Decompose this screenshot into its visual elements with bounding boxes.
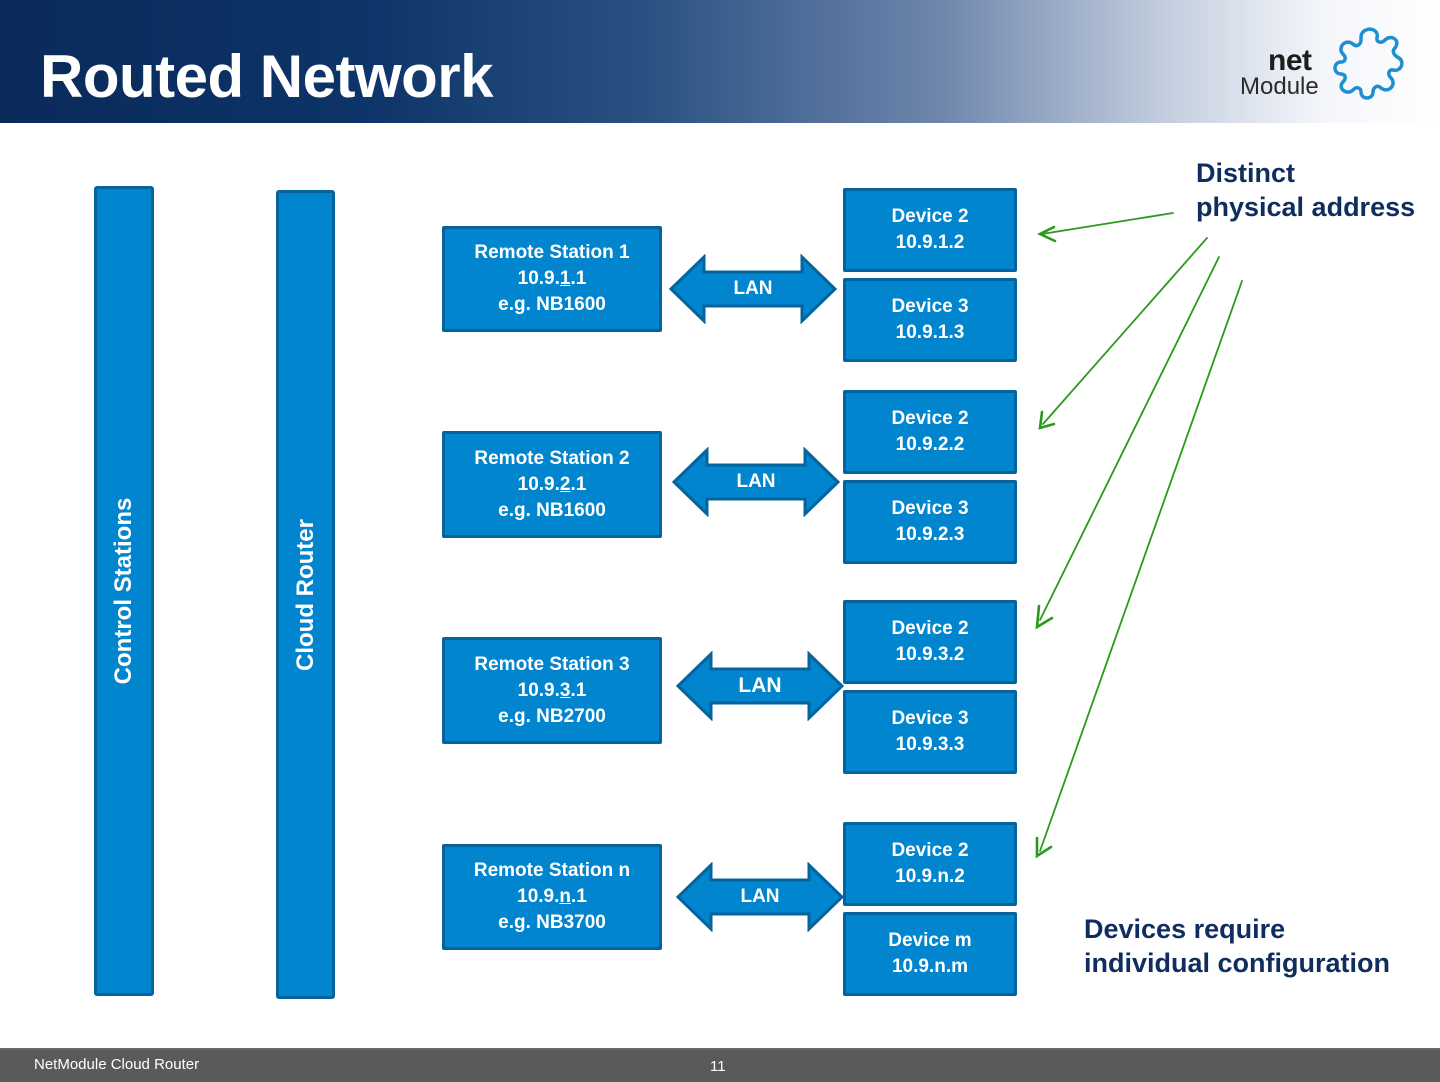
device-ip: 10.9.2.2 xyxy=(895,434,965,455)
note-line: Distinct xyxy=(1196,158,1296,188)
device-name: Device 3 xyxy=(891,498,969,519)
station-ip: 10.9.1.1 xyxy=(517,268,587,289)
distinct-address-note: Distinct physical address xyxy=(1196,156,1415,224)
station-model: e.g. NB1600 xyxy=(498,294,606,315)
logo-text-net: net xyxy=(1268,44,1312,77)
lan-link-arrow: LAN xyxy=(671,447,841,517)
station-model: e.g. NB1600 xyxy=(498,499,606,521)
station-name: Remote Station 3 xyxy=(474,653,630,675)
station-model: e.g. NB3700 xyxy=(498,912,606,933)
remote-station-box: Remote Station 3 10.9.3.1 e.g. NB2700 xyxy=(442,637,662,744)
device-box: Device 3 10.9.3.3 xyxy=(843,690,1017,774)
double-arrow-icon xyxy=(668,254,838,324)
device-ip: 10.9.n.2 xyxy=(895,866,965,887)
lan-link-arrow: LAN xyxy=(668,254,838,324)
double-arrow-icon xyxy=(671,447,841,517)
pointer-arrow-line xyxy=(1039,280,1243,852)
lan-link-arrow: LAN xyxy=(675,862,845,932)
device-ip: 10.9.3.3 xyxy=(895,734,965,755)
control-stations-label: Control Stations xyxy=(110,497,137,685)
device-name: Device 2 xyxy=(891,206,969,227)
device-box: Device 2 10.9.2.2 xyxy=(843,390,1017,474)
lan-link-arrow: LAN xyxy=(675,651,845,721)
station-name: Remote Station 2 xyxy=(474,447,630,469)
netmodule-logo: net Module xyxy=(1238,26,1408,106)
device-name: Device 2 xyxy=(891,618,969,639)
device-box: Device m 10.9.n.m xyxy=(843,912,1017,996)
device-ip: 10.9.1.2 xyxy=(895,232,965,253)
station-ip: 10.9.3.1 xyxy=(517,679,587,701)
cloud-router-bar: Cloud Router xyxy=(276,190,335,999)
individual-config-note: Devices require individual configuration xyxy=(1084,912,1390,980)
double-arrow-icon xyxy=(675,862,845,932)
device-name: Device 2 xyxy=(891,408,969,429)
remote-station-box: Remote Station n 10.9.n.1 e.g. NB3700 xyxy=(442,844,662,950)
puzzle-piece-icon xyxy=(1333,27,1404,100)
note-line: individual configuration xyxy=(1084,948,1390,978)
logo-text-module: Module xyxy=(1240,73,1319,100)
pointer-arrow-line xyxy=(1039,256,1220,621)
lan-label: LAN xyxy=(740,886,780,907)
pointer-arrow-line xyxy=(1042,237,1208,425)
station-ip: 10.9.2.1 xyxy=(517,473,587,495)
device-box: Device 3 10.9.2.3 xyxy=(843,480,1017,564)
arrowhead-icon xyxy=(1037,225,1057,243)
device-ip: 10.9.3.2 xyxy=(895,644,965,665)
device-name: Device 2 xyxy=(891,840,969,861)
device-box: Device 2 10.9.1.2 xyxy=(843,188,1017,272)
page-number: 11 xyxy=(710,1058,726,1075)
station-name: Remote Station 1 xyxy=(474,242,630,263)
lan-label: LAN xyxy=(738,674,782,697)
note-line: physical address xyxy=(1196,192,1416,222)
lan-label: LAN xyxy=(733,278,773,299)
arrowhead-icon xyxy=(1035,604,1054,630)
device-box: Device 3 10.9.1.3 xyxy=(843,278,1017,362)
cloud-router-label: Cloud Router xyxy=(291,518,319,671)
device-ip: 10.9.2.3 xyxy=(895,524,965,545)
device-box: Device 2 10.9.n.2 xyxy=(843,822,1017,906)
device-ip: 10.9.n.m xyxy=(891,956,969,977)
lan-label: LAN xyxy=(736,471,776,492)
device-name: Device m xyxy=(888,930,972,951)
note-line: Devices require xyxy=(1084,914,1286,944)
footer-bar: NetModule Cloud Router 11 xyxy=(0,1048,1440,1082)
remote-station-box: Remote Station 2 10.9.2.1 e.g. NB1600 xyxy=(442,431,662,538)
station-ip: 10.9.n.1 xyxy=(517,886,587,907)
control-stations-bar: Control Stations xyxy=(94,186,154,996)
remote-station-box: Remote Station 1 10.9.1.1 e.g. NB1600 xyxy=(442,226,662,332)
station-name: Remote Station n xyxy=(473,860,631,881)
double-arrow-icon xyxy=(675,651,845,721)
header-banner: Routed Network net Module xyxy=(0,0,1440,123)
station-model: e.g. NB2700 xyxy=(498,705,606,727)
footer-title: NetModule Cloud Router xyxy=(34,1056,200,1073)
device-name: Device 3 xyxy=(891,296,969,317)
arrowhead-icon xyxy=(1038,410,1056,430)
device-box: Device 2 10.9.3.2 xyxy=(843,600,1017,684)
pointer-arrow-line xyxy=(1041,212,1174,235)
page-title: Routed Network xyxy=(40,43,494,110)
arrowhead-icon xyxy=(1035,836,1053,859)
device-ip: 10.9.1.3 xyxy=(895,322,965,343)
device-name: Device 3 xyxy=(891,708,969,729)
